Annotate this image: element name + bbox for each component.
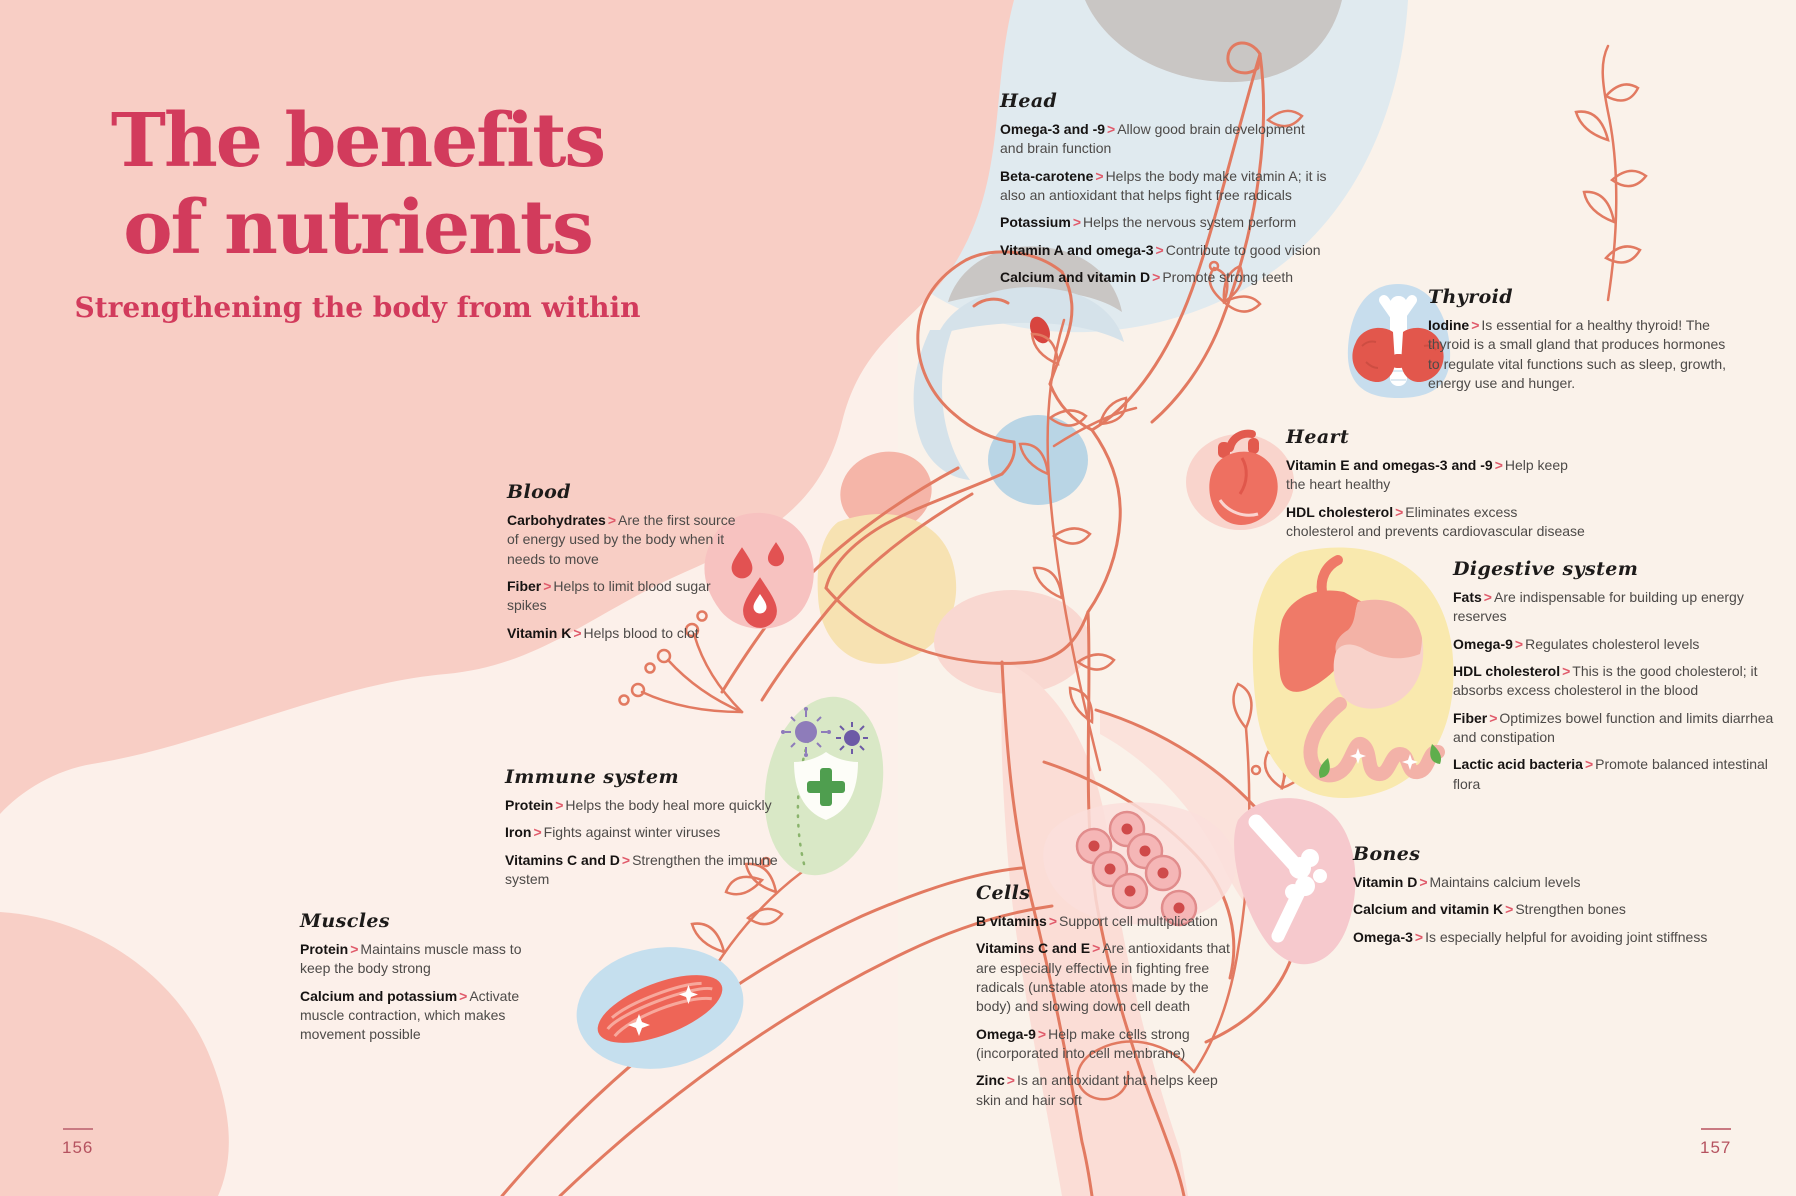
nutrient-item: Vitamins C and E>Are antioxidants that a…	[976, 940, 1230, 1015]
nutrient-item: B vitamins>Support cell multiplication	[976, 913, 1218, 929]
nutrient-item: Iodine>Is essential for a healthy thyroi…	[1428, 317, 1727, 391]
section-thyroid-title: Thyroid	[1428, 286, 1513, 308]
section-heart-title: Heart	[1286, 426, 1350, 448]
section-muscles-title: Muscles	[300, 910, 390, 932]
page-number-rule	[1700, 1128, 1731, 1130]
section-blood-title: Blood	[507, 481, 571, 503]
nutrient-item: Fats>Are indispensable for building up e…	[1453, 589, 1744, 625]
section-head-title: Head	[1000, 90, 1058, 112]
section-digestive-title: Digestive system	[1453, 558, 1639, 580]
nutrient-item: Carbohydrates>Are the first source of en…	[507, 512, 736, 567]
thyroid-gland-icon	[1347, 284, 1451, 398]
section-bones-title: Bones	[1353, 843, 1421, 865]
cell-cluster-icon	[1043, 802, 1236, 927]
section-digestive: Digestive system Fats>Are indispensable …	[1453, 558, 1796, 802]
nutrient-item: Iron>Fights against winter viruses	[505, 824, 721, 841]
anatomical-heart-icon	[1186, 429, 1294, 530]
page-number-right: 157	[1700, 1128, 1731, 1158]
section-muscles: Muscles Protein>Maintains muscle mass to…	[300, 910, 555, 1053]
nutrient-item: Calcium and potassium>Activate muscle co…	[300, 987, 520, 1043]
nutrient-item: Vitamin E and omegas-3 and -9>Help keep …	[1286, 457, 1568, 493]
nutrient-item: HDL cholesterol>Eliminates excess choles…	[1286, 503, 1585, 539]
page-number-rule	[62, 1128, 93, 1130]
section-thyroid: Thyroid Iodine>Is essential for a health…	[1428, 286, 1728, 401]
nutrient-item: Vitamin D>Maintains calcium levels	[1353, 874, 1581, 890]
nutrient-item: Vitamins C and D>Strengthen the immune s…	[505, 851, 778, 887]
digestive-organs-icon	[1252, 547, 1454, 799]
grey-hair-top-blob	[1085, 0, 1342, 83]
branch-decorations	[618, 44, 1648, 1101]
nutrient-item: Omega-9>Regulates cholesterol levels	[1453, 635, 1700, 652]
section-cells-title: Cells	[976, 882, 1031, 904]
nutrient-item: Omega-3>Is especially helpful for avoidi…	[1353, 928, 1708, 945]
shield-and-viruses-icon	[764, 696, 884, 876]
page-number-left: 156	[62, 1128, 93, 1158]
nutrient-item: Protein>Helps the body heal more quickly	[505, 797, 772, 813]
blood-drops-icon	[704, 512, 814, 629]
nutrient-item: Calcium and vitamin D>Promote strong tee…	[1000, 268, 1294, 285]
section-heart: Heart Vitamin E and omegas-3 and -9>Help…	[1286, 426, 1586, 549]
section-cells: Cells B vitamins>Support cell multiplica…	[976, 882, 1246, 1118]
nutrient-item: Lactic acid bacteria>Promote balanced in…	[1453, 756, 1768, 792]
nutrient-item: Beta-carotene>Helps the body make vitami…	[1000, 167, 1327, 203]
knee-joint-icon	[1234, 798, 1356, 965]
page-subtitle: Strengthening the body from within	[74, 291, 641, 325]
nutrient-item: Fiber>Helps to limit blood sugar spikes	[507, 577, 711, 614]
section-head: Head Omega-3 and -9>Allow good brain dev…	[1000, 90, 1330, 295]
section-immune: Immune system Protein>Helps the body hea…	[505, 766, 785, 897]
nutrient-item: Protein>Maintains muscle mass to keep th…	[300, 941, 522, 977]
nutrient-item: Vitamin K>Helps blood to clot	[507, 624, 699, 641]
nutrient-item: Omega-3 and -9>Allow good brain developm…	[1000, 121, 1305, 157]
nutrient-item: Omega-9>Help make cells strong (incorpor…	[976, 1025, 1190, 1061]
nutrient-item: Vitamin A and omega-3>Contribute to good…	[1000, 241, 1321, 258]
section-bones: Bones Vitamin D>Maintains calcium levels…	[1353, 843, 1728, 955]
pink-background-blob	[0, 0, 1014, 1196]
nutrient-item: Potassium>Helps the nervous system perfo…	[1000, 214, 1297, 231]
nutrient-item: Fiber>Optimizes bowel function and limit…	[1453, 709, 1774, 745]
muscle-fiber-icon	[576, 947, 744, 1069]
section-blood: Blood Carbohydrates>Are the first source…	[507, 481, 737, 651]
section-immune-title: Immune system	[505, 766, 680, 788]
nutrient-item: Calcium and vitamin K>Strengthen bones	[1353, 901, 1626, 918]
nutrient-item: HDL cholesterol>This is the good cholest…	[1453, 662, 1758, 699]
nutrient-item: Zinc>Is an antioxidant that helps keep s…	[976, 1072, 1218, 1108]
